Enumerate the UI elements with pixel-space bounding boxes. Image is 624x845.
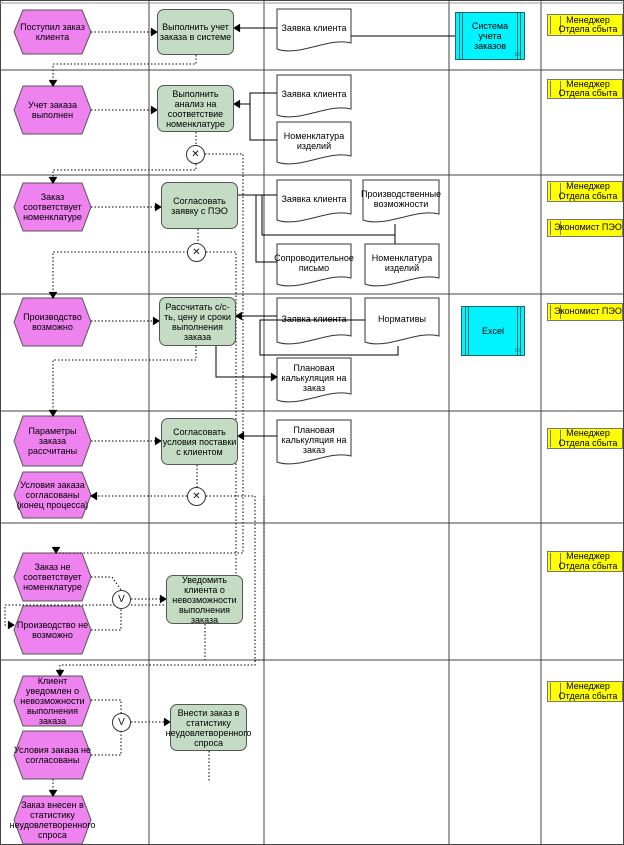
arrowhead (55, 669, 65, 677)
flow-xor3-e10 (59, 495, 256, 674)
document-shape (364, 297, 440, 345)
document-shape (276, 297, 352, 345)
event-shape (13, 730, 92, 780)
event-shape (13, 415, 92, 467)
event-shape (13, 85, 92, 135)
flow-e7-or1 (91, 576, 122, 591)
event-shape (13, 182, 92, 232)
arrowhead (163, 717, 171, 727)
arrowhead (7, 620, 15, 630)
data-d9-f4 (259, 319, 399, 356)
flow-f4-e5 (52, 346, 197, 414)
document-shape (276, 243, 352, 287)
data-d3-f2 (249, 104, 277, 141)
flow-f1-e2 (52, 55, 197, 84)
arrowhead (48, 176, 58, 184)
arrowhead (48, 291, 58, 299)
arrowhead (48, 409, 58, 417)
arrowhead (150, 105, 158, 115)
document-shape (362, 179, 440, 223)
data-f4-d10 (215, 346, 275, 378)
flow-xor2-e4 (52, 251, 188, 296)
arrowhead (270, 372, 278, 382)
arrowhead (90, 491, 98, 501)
arrowhead (152, 316, 160, 326)
flow-e8-or1 (91, 609, 122, 631)
event-shape (13, 297, 92, 347)
arrowhead (233, 23, 241, 33)
flow-return (255, 496, 265, 661)
arrowhead (233, 99, 241, 109)
event-shape (13, 795, 92, 845)
data-f3-d5 (261, 195, 396, 236)
flow-e9-or2 (91, 699, 122, 713)
event-shape (13, 675, 92, 727)
event-shape (13, 471, 92, 519)
document-shape (276, 121, 352, 165)
flow-e10-or2 (91, 732, 122, 756)
arrowhead (48, 789, 58, 797)
document-shape (276, 357, 352, 403)
arrowhead (150, 27, 158, 37)
event-shape (13, 552, 92, 602)
flow-xor1-e3 (52, 164, 197, 181)
arrowhead (48, 79, 58, 87)
arrowhead (154, 202, 162, 212)
event-shape (13, 605, 92, 655)
data-f3-d6 (255, 195, 277, 263)
arrowhead (159, 594, 167, 604)
document-shape (276, 8, 352, 52)
arrowhead (237, 431, 245, 441)
document-shape (364, 243, 440, 287)
document-shape (276, 179, 352, 223)
arrowhead (154, 436, 162, 446)
arrowhead (235, 311, 243, 321)
event-shape (13, 9, 92, 55)
data-d2-f2 (236, 92, 277, 105)
document-shape (276, 74, 352, 118)
arrowhead (51, 546, 61, 554)
flow-xor1-e7 (55, 153, 244, 554)
document-shape (276, 419, 352, 465)
